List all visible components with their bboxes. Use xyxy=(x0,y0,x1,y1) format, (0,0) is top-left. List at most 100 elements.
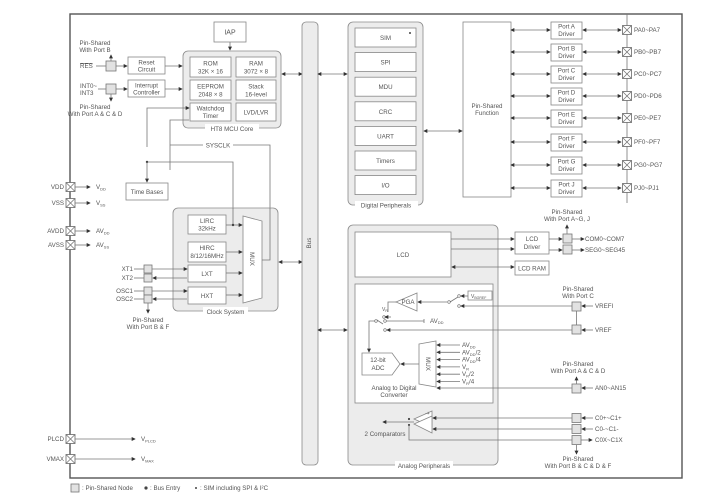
pin-shared-node xyxy=(562,244,573,255)
port-pin xyxy=(622,91,632,101)
ram-label: RAM xyxy=(249,61,263,68)
digital-peripheral-label: MDU xyxy=(378,84,392,91)
port-pins-label: PB0~PB7 xyxy=(634,49,662,56)
digital-peripheral-spi: SPI xyxy=(354,52,417,72)
lcd-power-net-label: VMAX xyxy=(141,456,154,464)
vref-pin-label: VREF xyxy=(595,327,612,334)
digital-peripheral-label: SPI xyxy=(381,60,391,67)
port-pins-label: PA0~PA7 xyxy=(634,27,661,34)
ram-block xyxy=(235,56,277,78)
vbgref-block xyxy=(467,290,493,301)
port-driver xyxy=(550,21,583,40)
pin-shared-node xyxy=(105,83,117,95)
port-pins-label: PG0~PG7 xyxy=(634,162,663,169)
port-driver xyxy=(550,65,583,84)
lvd-block xyxy=(235,102,277,122)
port-pin xyxy=(622,69,632,79)
port-pin xyxy=(622,25,632,35)
int-shared-note-1: Pin-Shared xyxy=(80,104,112,111)
cmp-shared-note-2: With Port B & C & D & F xyxy=(545,463,612,470)
port-driver xyxy=(550,179,583,198)
time-bases: Time Bases xyxy=(125,182,169,201)
pin-shared-node xyxy=(571,435,582,445)
mux-input-label: AVDD/4 xyxy=(462,357,481,365)
lcd-power-pin-vmax xyxy=(65,454,76,464)
power-net-label: VDD xyxy=(96,184,106,192)
svg-text:-+: -+ xyxy=(425,411,430,417)
pga-amplifier xyxy=(394,292,418,312)
port-pin xyxy=(622,47,632,57)
rom-label: ROM xyxy=(203,61,217,68)
port-pins-label: PD0~PD6 xyxy=(634,93,662,100)
hirc-label: HIRC xyxy=(199,245,215,252)
digital-peripheral-io: I/O xyxy=(354,175,417,196)
pin-shared-function: Pin-Shared Function xyxy=(462,21,512,198)
cmp-shared-note-1: Pin-Shared xyxy=(563,456,595,463)
an-shared-note-2: With Port A & C & D xyxy=(551,368,606,375)
lirc-label: LIRC xyxy=(200,218,215,225)
eeprom-block xyxy=(189,79,232,101)
vref-shared-note-2: With Port C xyxy=(562,293,594,300)
pin-shared-node xyxy=(143,286,153,296)
lvd-label: LVD/LVR xyxy=(244,110,269,117)
pin-shared-node xyxy=(143,264,153,274)
adc-mux xyxy=(418,340,437,388)
port-driver-label-1: Port C xyxy=(558,68,576,75)
clock-pin-label: XT1 xyxy=(122,266,134,273)
port-driver-label-2: Driver xyxy=(558,31,575,38)
interrupt-label-2: Controller xyxy=(133,90,160,97)
legend-pin-shared-node: : Pin-Shared Node xyxy=(82,485,133,492)
int-pin-label-1: INT0~ xyxy=(80,83,97,90)
lcd-ram-label: LCD RAM xyxy=(518,266,546,273)
port-driver-label-2: Driver xyxy=(558,189,575,196)
legend-sim-note: : SIM including SPI & I²C xyxy=(200,485,269,492)
interrupt-controller: Interrupt Controller xyxy=(127,79,166,98)
port-driver-label-2: Driver xyxy=(558,53,575,60)
iap-block: IAP xyxy=(213,21,247,43)
adc-label-1: 12-bit xyxy=(370,357,386,364)
digital-peripheral-crc: CRC xyxy=(354,101,417,122)
com-pins-label: COM0~COM7 xyxy=(585,236,625,243)
res-pin-label: RES xyxy=(80,63,93,70)
stack-block xyxy=(235,79,277,101)
digital-peripherals-label: Digital Peripherals xyxy=(361,203,411,210)
lcd-ram: LCD RAM xyxy=(514,260,550,276)
port-driver-label-1: Port G xyxy=(558,159,576,166)
digital-peripheral-label: SIM xyxy=(380,35,391,42)
port-pins-label: PJ0~PJ1 xyxy=(634,185,659,192)
rom-size: 32K × 16 xyxy=(198,69,224,76)
reset-label-1: Reset xyxy=(138,60,154,67)
port-driver-label-2: Driver xyxy=(558,119,575,126)
clock-pin-label: XT2 xyxy=(122,275,134,282)
port-driver-label-1: Port B xyxy=(558,46,575,53)
clock-mux-label: MUX xyxy=(248,252,255,266)
psf-label-1: Pin-Shared xyxy=(472,103,504,110)
pin-shared-node xyxy=(571,324,582,335)
power-pin-avdd xyxy=(65,226,76,236)
vbgref-label: VBGREF xyxy=(471,294,486,300)
power-net-label: VSS xyxy=(96,200,106,208)
adc-block xyxy=(361,352,401,376)
bus-label: Bus xyxy=(306,238,313,249)
port-pin xyxy=(622,113,632,123)
avdd-ref-label: AVDD xyxy=(430,318,444,325)
adc-mux-label: MUX xyxy=(424,357,431,371)
port-pin xyxy=(622,137,632,147)
lxt-label: LXT xyxy=(201,271,213,278)
port-pins-label: PF0~PF7 xyxy=(634,139,661,146)
lcd-block xyxy=(354,231,452,278)
clock-system: Clock System LIRC 32kHz HIRC 8/12/16MHz … xyxy=(172,207,279,316)
bus: Bus xyxy=(301,21,319,466)
pin-shared-node xyxy=(105,60,117,72)
clock-shared-note-1: Pin-Shared xyxy=(133,317,165,324)
lxt-block xyxy=(187,264,227,283)
clock-pin-label: OSC1 xyxy=(116,288,133,295)
comparator-pin-label: C0+~C1+ xyxy=(595,415,622,422)
reset-shared-note-1: Pin-Shared xyxy=(80,40,112,47)
port-pin xyxy=(622,160,632,170)
lirc-block xyxy=(187,214,227,235)
